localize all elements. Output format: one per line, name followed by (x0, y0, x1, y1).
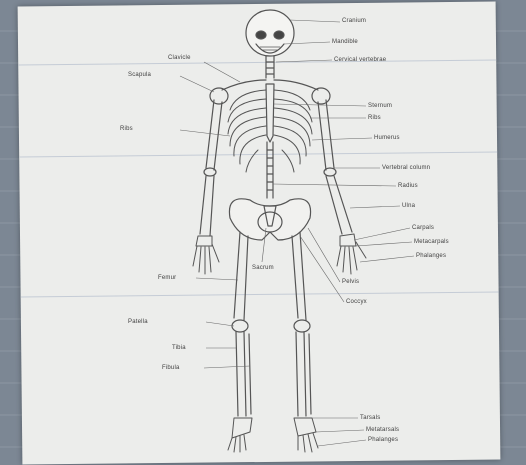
ribcage (228, 90, 312, 172)
label-coccyx: Coccyx (346, 299, 367, 306)
elbow-right (324, 168, 336, 176)
femur-right (292, 232, 306, 320)
label-vertebral-column: Vertebral column (382, 165, 430, 172)
label-clavicle: Clavicle (168, 55, 191, 62)
label-tarsals: Tarsals (360, 415, 380, 422)
clavicle-left (222, 80, 266, 90)
label-patella: Patella (128, 319, 148, 326)
label-sacrum: Sacrum (252, 265, 274, 272)
skull (246, 10, 294, 56)
neck-vertebrae (266, 56, 274, 78)
label-cranium: Cranium (342, 18, 366, 25)
label-phalanges-foot: Phalanges (368, 437, 398, 444)
foot-right (294, 418, 318, 452)
eye-socket-left (256, 31, 266, 39)
shoulder-left (210, 88, 228, 104)
vertebral-column (267, 142, 273, 198)
patella-right (294, 320, 310, 332)
label-phalanges-hand: Phalanges (416, 253, 446, 260)
label-ribs-left: Ribs (120, 126, 133, 133)
shoulder-right (312, 88, 330, 104)
label-ribs: Ribs (368, 115, 381, 122)
label-metatarsals: Metatarsals (366, 427, 399, 434)
label-ulna: Ulna (402, 203, 415, 210)
label-fibula: Fibula (162, 365, 180, 372)
elbow-left (204, 168, 216, 176)
label-humerus: Humerus (374, 135, 400, 142)
hand-right (337, 234, 366, 274)
label-mandible: Mandible (332, 39, 358, 46)
eye-socket-right (274, 31, 284, 39)
clavicle-right (274, 80, 318, 90)
foot-left (228, 418, 252, 452)
sternum (266, 84, 274, 142)
label-pelvis: Pelvis (342, 279, 359, 286)
label-tibia: Tibia (172, 345, 186, 352)
femur-left (234, 232, 248, 320)
label-cervical-vertebrae: Cervical vertebrae (334, 57, 386, 64)
humerus-right (318, 100, 334, 170)
hand-left (193, 236, 219, 274)
tibia-left (236, 332, 251, 416)
patella-left (232, 320, 248, 332)
label-sternum: Sternum (368, 103, 392, 110)
forearm-left (200, 176, 214, 236)
label-scapula: Scapula (128, 72, 151, 79)
pelvis (229, 199, 310, 240)
label-radius: Radius (398, 183, 418, 190)
tibia-right (296, 332, 311, 416)
label-carpals: Carpals (412, 225, 434, 232)
label-metacarpals: Metacarpals (414, 239, 449, 246)
label-femur: Femur (158, 275, 176, 282)
